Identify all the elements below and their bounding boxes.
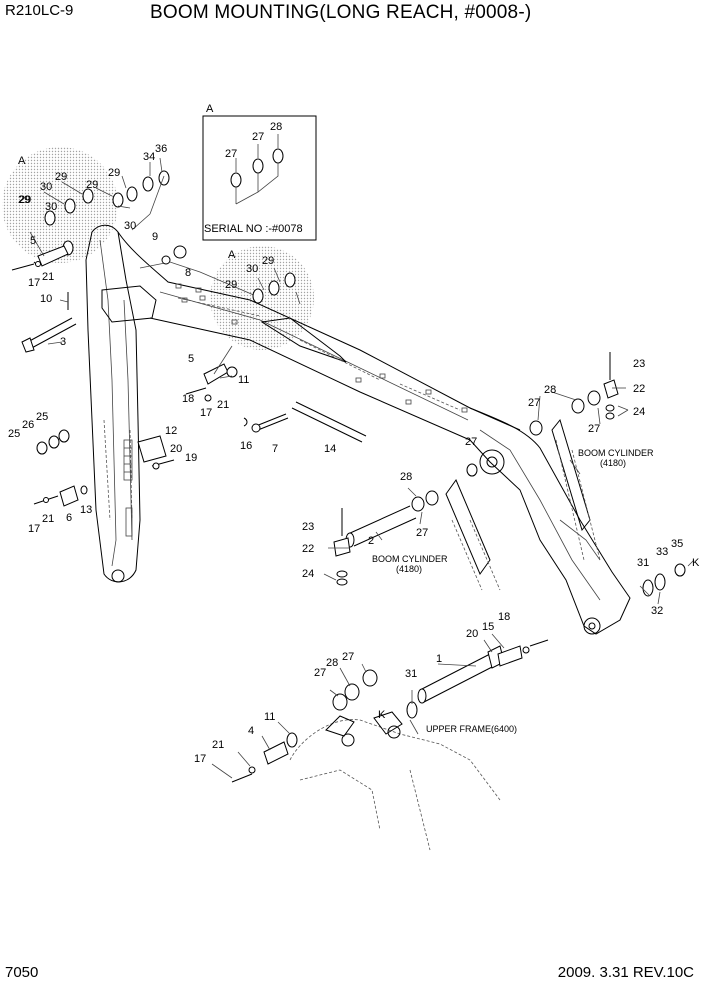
callout: 4 xyxy=(248,725,254,737)
callout: 18 xyxy=(182,393,194,405)
callout: 5 xyxy=(30,235,36,247)
callout: 22 xyxy=(633,383,645,395)
callout: 26 xyxy=(22,419,34,431)
model-label: R210LC-9 xyxy=(5,2,74,19)
page-title: BOOM MOUNTING(LONG REACH, #0008-) xyxy=(150,2,532,23)
callout: 27 xyxy=(416,527,428,539)
callout: 23 xyxy=(633,358,645,370)
boom-cylinder-center-label: BOOM CYLINDER xyxy=(372,554,448,564)
detail-marker-a-upper: A xyxy=(18,155,26,167)
boom-structure xyxy=(85,224,631,635)
upper-frame xyxy=(289,711,501,851)
callout: 13 xyxy=(80,504,92,516)
callout: 30 xyxy=(40,181,52,193)
callout: 20 xyxy=(170,443,182,455)
detail-marker-a-mid: A xyxy=(228,249,236,261)
callout: 7 xyxy=(272,443,278,455)
callout: 9 xyxy=(152,231,158,243)
callout: 30 xyxy=(124,220,136,232)
callout: 1 xyxy=(436,653,442,665)
callout: 17 xyxy=(28,277,40,289)
callout: 29 xyxy=(55,171,67,183)
marker-k-lower: K xyxy=(378,709,386,721)
revision-date: 2009. 3.31 REV.10C xyxy=(557,964,694,981)
boom-cylinder-right-label: BOOM CYLINDER xyxy=(578,448,654,458)
leader-lines xyxy=(29,134,695,779)
callout: 30 xyxy=(45,201,57,213)
callout: 27 xyxy=(528,397,540,409)
detail-letter: A xyxy=(206,103,214,115)
serial-detail-box xyxy=(202,115,317,241)
parts xyxy=(11,148,686,783)
callout: 27 xyxy=(342,651,354,663)
callout: 21 xyxy=(217,399,229,411)
callout: 29 xyxy=(262,255,274,267)
callout: 6 xyxy=(66,512,72,524)
serial-note: SERIAL NO :-#0078 xyxy=(204,223,303,235)
callout: 28 xyxy=(400,471,412,483)
callout: 28 xyxy=(326,657,338,669)
callout: 2 xyxy=(368,535,374,547)
callout: 17 xyxy=(194,753,206,765)
callout: 21 xyxy=(42,271,54,283)
callout: 36 xyxy=(155,143,167,155)
callout: 3 xyxy=(60,336,66,348)
callout: 16 xyxy=(240,440,252,452)
boom-cylinder-right-number: (4180) xyxy=(600,458,626,468)
callout: 20 xyxy=(466,628,478,640)
callout: 11 xyxy=(238,374,249,386)
callout: 32 xyxy=(651,605,663,617)
callout: 23 xyxy=(302,521,314,533)
callout: 12 xyxy=(165,425,177,437)
callout: 29 xyxy=(19,194,31,206)
callout: 21 xyxy=(212,739,224,751)
callout: 27 xyxy=(588,423,600,435)
callout: 31 xyxy=(405,668,417,680)
callout: 8 xyxy=(185,267,191,279)
callout: 27 xyxy=(225,148,237,160)
boom-cylinder-center-number: (4180) xyxy=(396,564,422,574)
upper-frame-label: UPPER FRAME(6400) xyxy=(426,724,517,734)
callout: 19 xyxy=(185,452,197,464)
callout: 27 xyxy=(252,131,264,143)
callout: 17 xyxy=(200,407,212,419)
callouts: 27 28 27 29 30 29 29 30 29 34 36 29 30 9… xyxy=(8,121,683,765)
callout: 25 xyxy=(8,428,20,440)
callout: 29 xyxy=(108,167,120,179)
callout: 33 xyxy=(656,546,668,558)
callout: 15 xyxy=(482,621,494,633)
callout: 27 xyxy=(314,667,326,679)
callout: 21 xyxy=(42,513,54,525)
callout: 18 xyxy=(498,611,510,623)
callout: 10 xyxy=(40,293,52,305)
callout: 35 xyxy=(671,538,683,550)
callout: 11 xyxy=(264,711,275,723)
callout: 29 xyxy=(225,279,237,291)
callout: 17 xyxy=(28,523,40,535)
callout: 22 xyxy=(302,543,314,555)
callout: 28 xyxy=(270,121,282,133)
callout: 14 xyxy=(324,443,336,455)
callout: 24 xyxy=(302,568,314,580)
callout: 25 xyxy=(36,411,48,423)
callout: 30 xyxy=(246,263,258,275)
boom-cylinders xyxy=(445,418,601,591)
callout: 5 xyxy=(188,353,194,365)
callout: 31 xyxy=(637,557,649,569)
callout: 29 xyxy=(86,179,98,191)
callout: 28 xyxy=(544,384,556,396)
callout: 24 xyxy=(633,406,645,418)
page-number: 7050 xyxy=(5,964,39,981)
callout: 29 xyxy=(18,194,30,206)
marker-k-right: K xyxy=(692,557,700,569)
callout: 34 xyxy=(143,151,155,163)
callout: 27 xyxy=(465,436,477,448)
